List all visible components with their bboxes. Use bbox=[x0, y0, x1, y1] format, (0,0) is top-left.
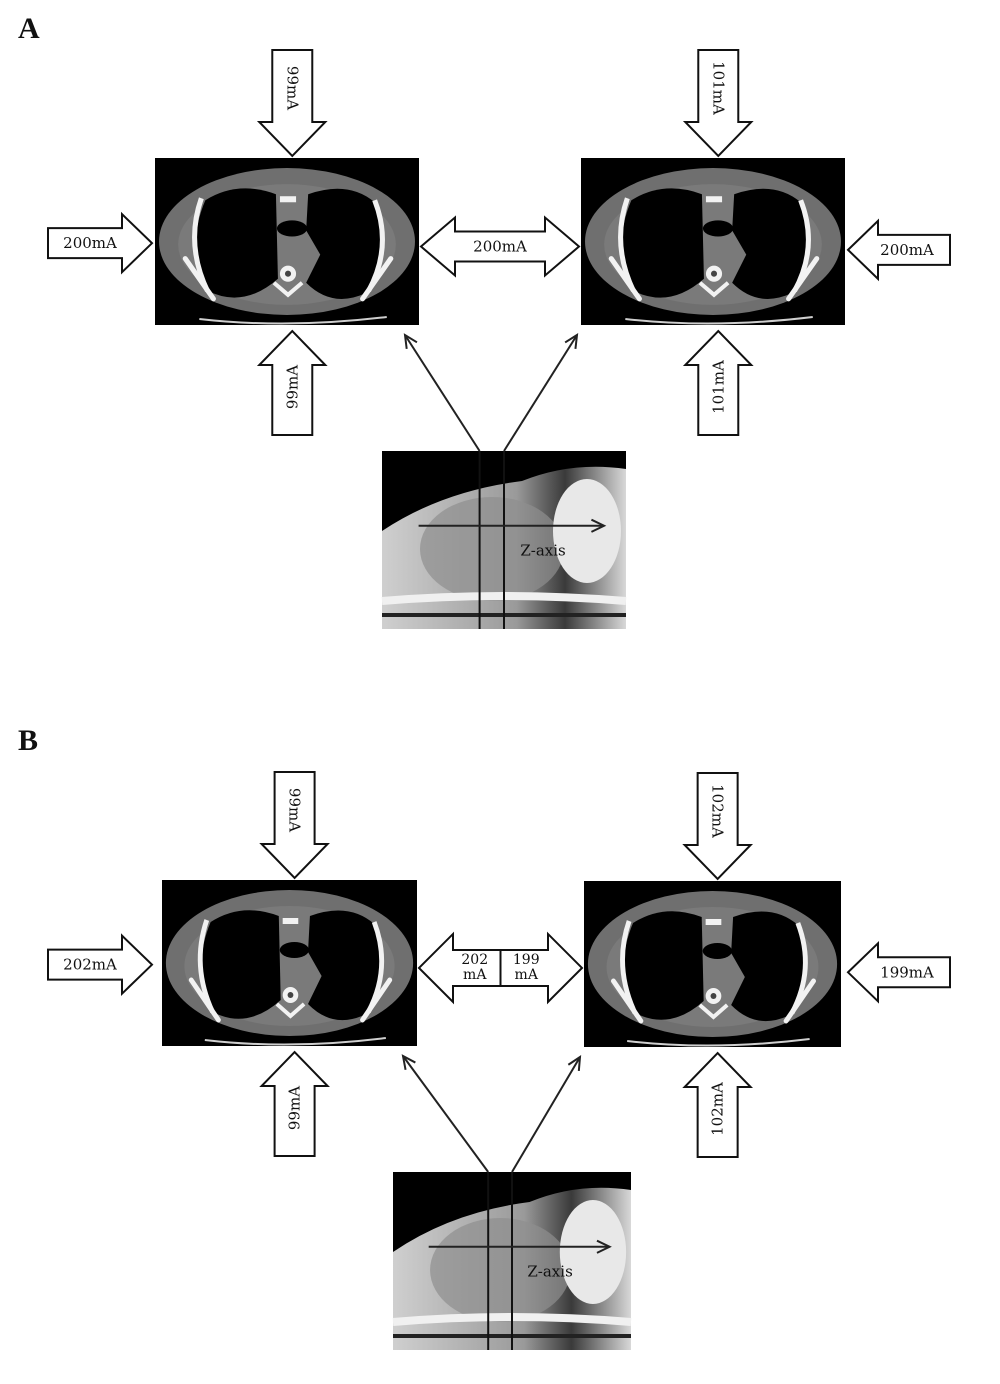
panel-b-left-bottom-arrow bbox=[259, 1050, 330, 1157]
panel-b-left-ct-slice bbox=[162, 880, 417, 1046]
panel-b-right-side-arrow bbox=[846, 940, 951, 1004]
panel-b-between-right-value: 199 bbox=[513, 952, 540, 968]
panel-b-between-right-unit: mA bbox=[515, 967, 539, 983]
panel-a-between-label: 200mA bbox=[473, 238, 527, 256]
panel-a-left-top-label: 99mA bbox=[283, 66, 301, 110]
panel-a-left-side-arrow bbox=[47, 211, 154, 275]
panel-b-right-ct-slice bbox=[584, 881, 841, 1047]
panel-a-label: A bbox=[18, 12, 40, 45]
panel-a-right-bottom-arrow bbox=[682, 329, 754, 436]
panel-b-pointer-left bbox=[401, 1054, 490, 1173]
panel-b-between-left-value: 202 bbox=[461, 952, 488, 968]
panel-a-left-ct-slice bbox=[155, 158, 419, 325]
panel-a-z-axis-label: Z-axis bbox=[520, 542, 565, 560]
panel-b-left-side-arrow bbox=[47, 933, 154, 997]
panel-b-between-split-arrow bbox=[417, 931, 584, 1005]
panel-a-pointer-left bbox=[403, 333, 481, 452]
panel-a-pointer-right bbox=[503, 333, 579, 452]
panel-a-z-axis-arrow bbox=[418, 518, 607, 533]
panel-a-between-double-arrow bbox=[419, 215, 581, 278]
panel-b-pointer-right bbox=[511, 1055, 582, 1173]
panel-b-z-axis-arrow bbox=[428, 1239, 612, 1254]
panel-a-right-bottom-label: 101mA bbox=[709, 360, 727, 414]
panel-a-left-top-arrow bbox=[256, 49, 328, 158]
panel-b-right-bottom-label: 102mA bbox=[709, 1082, 727, 1136]
panel-b-left-top-arrow bbox=[259, 771, 330, 880]
panel-a-left-side-label: 200mA bbox=[63, 234, 117, 252]
panel-b-z-axis-label: Z-axis bbox=[527, 1263, 572, 1281]
panel-b-right-side-label: 199mA bbox=[880, 963, 934, 981]
panel-b-right-top-arrow bbox=[682, 772, 754, 881]
panel-b-left-bottom-label: 99mA bbox=[286, 1086, 304, 1130]
panel-a-right-ct-slice bbox=[581, 158, 845, 325]
panel-b-label: B bbox=[18, 724, 39, 757]
panel-b-between-left-unit: mA bbox=[463, 967, 487, 983]
panel-a-right-side-label: 200mA bbox=[880, 241, 934, 259]
panel-b-right-bottom-arrow bbox=[682, 1051, 754, 1158]
panel-a-left-bottom-label: 99mA bbox=[283, 365, 301, 409]
panel-b-left-side-label: 202mA bbox=[63, 956, 117, 974]
panel-a-right-top-label: 101mA bbox=[709, 61, 727, 115]
panel-a-right-side-arrow bbox=[846, 218, 951, 282]
panel-b-right-top-label: 102mA bbox=[709, 784, 727, 838]
panel-b-left-top-label: 99mA bbox=[286, 788, 304, 832]
panel-a-right-top-arrow bbox=[682, 49, 754, 158]
panel-a-left-bottom-arrow bbox=[256, 329, 328, 436]
